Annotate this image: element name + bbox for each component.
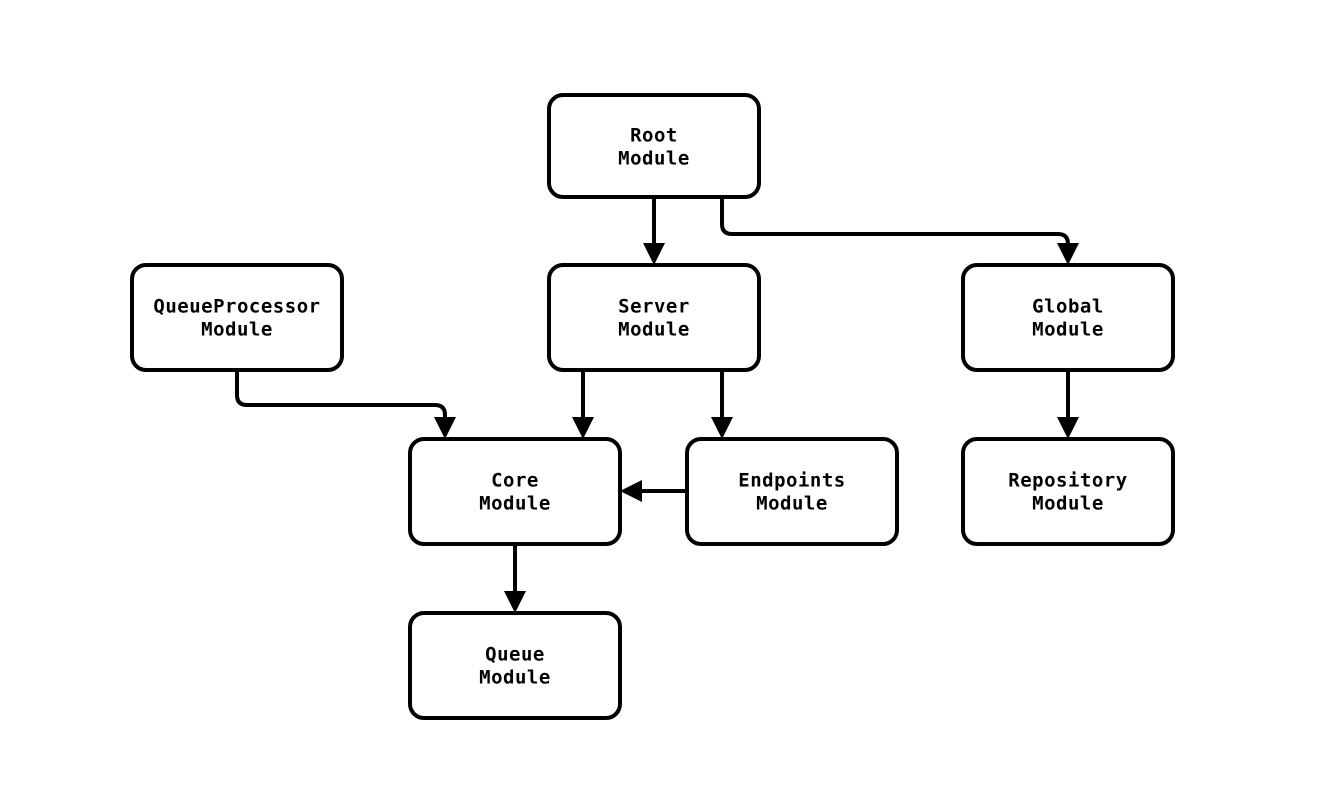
node-global-module-label-line2: Module	[1032, 319, 1104, 341]
node-endpoints-module-box[interactable]	[685, 437, 899, 546]
arrow-head-icon	[1057, 243, 1079, 265]
node-layer: Root Module QueueProcessor Module Server…	[130, 93, 1175, 720]
node-root-module[interactable]: Root Module	[547, 93, 761, 199]
node-core-module-label-line2: Module	[479, 493, 551, 515]
edge-server-to-endpoints	[711, 370, 733, 439]
node-root-module-label-line1: Root	[630, 125, 678, 147]
node-root-module-box[interactable]	[547, 93, 761, 199]
node-repository-module-label-line2: Module	[1032, 493, 1104, 515]
node-global-module-box[interactable]	[961, 263, 1175, 372]
node-core-module-box[interactable]	[408, 437, 622, 546]
node-repository-module[interactable]: Repository Module	[961, 437, 1175, 546]
edge-endpoints-to-core	[620, 480, 687, 502]
node-queueprocessor-module-label-line2: Module	[201, 319, 273, 341]
edge-root-to-server	[643, 197, 665, 265]
arrow-head-icon	[572, 417, 594, 439]
node-root-module-label-line2: Module	[618, 148, 690, 170]
edge-root-to-global	[720, 197, 1079, 265]
node-global-module-label-line1: Global	[1032, 296, 1104, 318]
node-queueprocessor-module[interactable]: QueueProcessor Module	[130, 263, 344, 372]
arrow-head-icon	[643, 243, 665, 265]
node-server-module-box[interactable]	[547, 263, 761, 372]
arrow-head-icon	[1057, 417, 1079, 439]
node-server-module-label-line1: Server	[618, 296, 690, 318]
node-queue-module-label-line1: Queue	[485, 644, 545, 666]
edge-queueprocessor-to-core	[235, 370, 456, 439]
arrow-head-icon	[711, 417, 733, 439]
node-endpoints-module[interactable]: Endpoints Module	[685, 437, 899, 546]
node-repository-module-label-line1: Repository	[1008, 470, 1127, 492]
node-queueprocessor-module-label-line1: QueueProcessor	[153, 296, 320, 318]
node-queue-module-box[interactable]	[408, 611, 622, 720]
node-queueprocessor-module-box[interactable]	[130, 263, 344, 372]
node-endpoints-module-label-line1: Endpoints	[738, 470, 845, 492]
node-repository-module-box[interactable]	[961, 437, 1175, 546]
node-server-module-label-line2: Module	[618, 319, 690, 341]
node-endpoints-module-label-line2: Module	[756, 493, 828, 515]
edge-layer	[235, 197, 1079, 613]
node-queue-module-label-line2: Module	[479, 667, 551, 689]
node-global-module[interactable]: Global Module	[961, 263, 1175, 372]
edge-global-to-repository	[1057, 370, 1079, 439]
arrow-head-icon	[434, 417, 456, 439]
node-core-module[interactable]: Core Module	[408, 437, 622, 546]
node-queue-module[interactable]: Queue Module	[408, 611, 622, 720]
arrow-head-icon	[620, 480, 642, 502]
node-core-module-label-line1: Core	[491, 470, 539, 492]
node-server-module[interactable]: Server Module	[547, 263, 761, 372]
arrow-head-icon	[504, 591, 526, 613]
edge-core-to-queue	[504, 544, 526, 613]
edge-server-to-core	[572, 370, 594, 439]
